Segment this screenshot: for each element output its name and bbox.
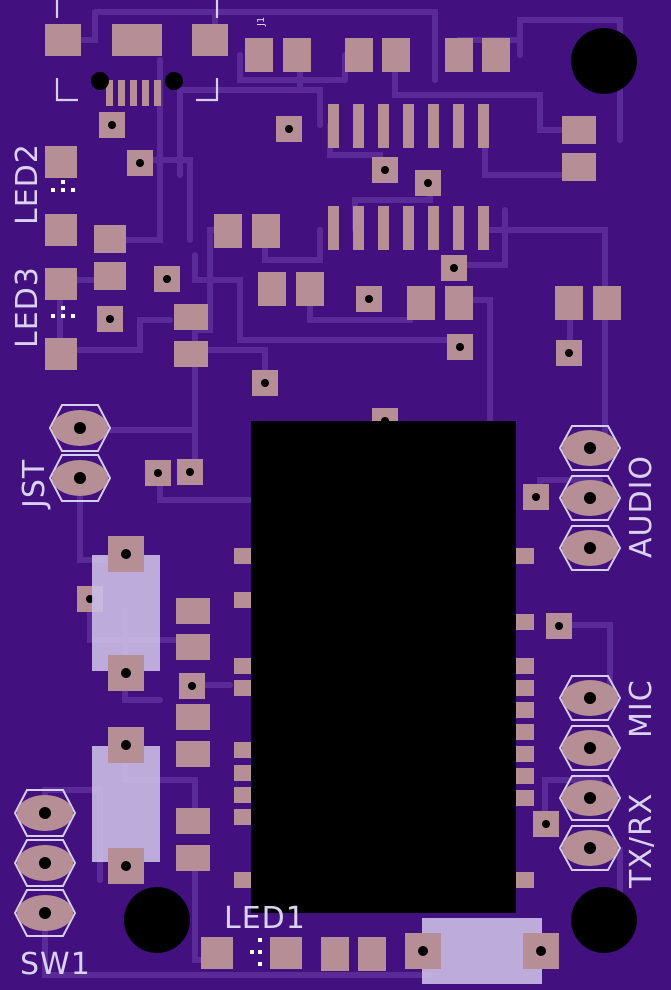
label-j1: J1 bbox=[256, 17, 267, 27]
mount-hole bbox=[571, 28, 637, 94]
label-audio: AUDIO bbox=[624, 455, 659, 558]
mount-hole bbox=[571, 887, 637, 953]
smd-pads bbox=[45, 38, 621, 971]
label-led1: LED1 bbox=[224, 901, 306, 936]
mounting-holes bbox=[124, 28, 637, 953]
through-hole-headers bbox=[13, 404, 622, 937]
label-txrx: TX/RX bbox=[624, 793, 659, 889]
label-mic: MIC bbox=[624, 679, 659, 738]
label-led2: LED2 bbox=[10, 143, 45, 225]
led-polarity-dots bbox=[51, 180, 262, 966]
label-led3: LED3 bbox=[10, 266, 45, 348]
usb-connector-j1 bbox=[45, 0, 228, 106]
mount-hole bbox=[124, 887, 190, 953]
label-sw1: SW1 bbox=[20, 947, 91, 982]
label-jst: JST bbox=[17, 459, 52, 510]
main-module bbox=[251, 421, 516, 913]
slide-switches bbox=[92, 536, 559, 984]
